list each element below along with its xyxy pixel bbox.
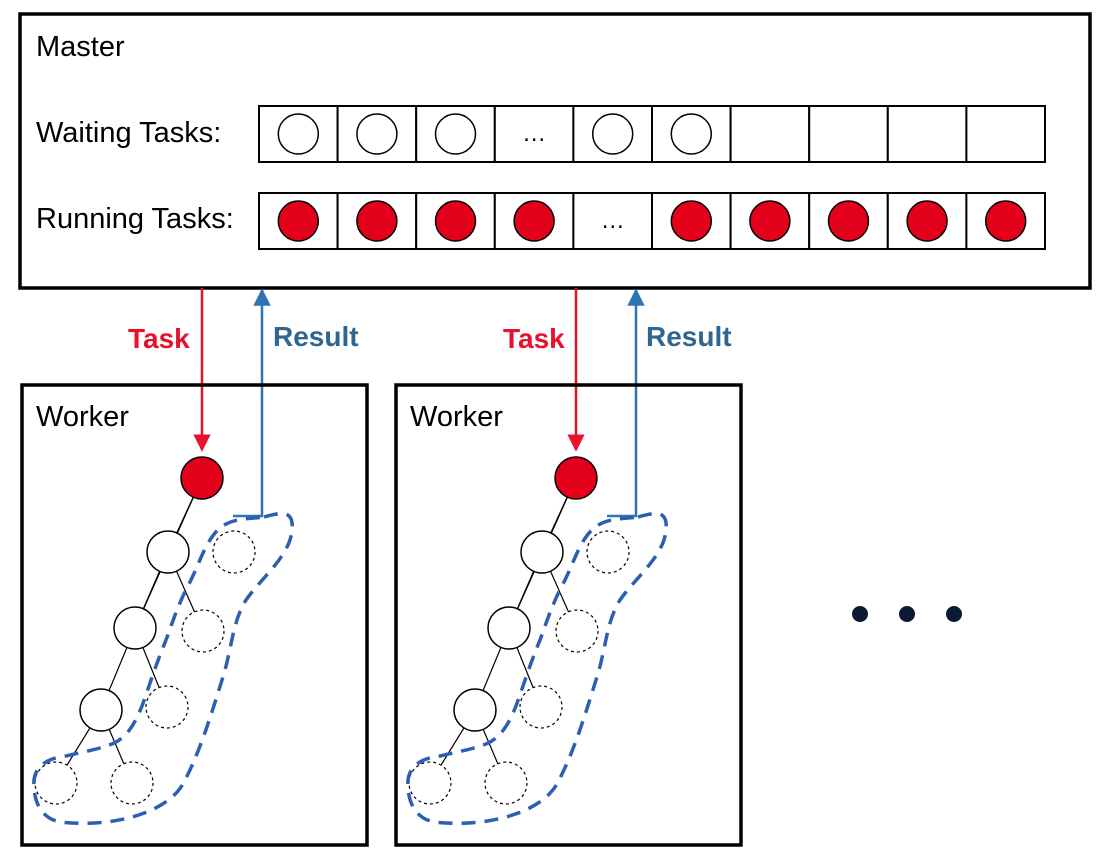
worker-box-2: Worker (394, 383, 743, 847)
running-task-circle (984, 200, 1027, 242)
running-task-circle (749, 200, 791, 242)
running-task-circle (906, 200, 948, 242)
waiting-queue-slot (808, 105, 889, 163)
more-workers-ellipsis (852, 606, 962, 622)
root-task-node (554, 456, 598, 500)
pending-node (34, 761, 78, 805)
pending-node (181, 609, 225, 653)
expanded-node (113, 606, 157, 650)
running-task-queue: … (258, 192, 1047, 250)
worker-label-2: Worker (410, 401, 503, 433)
ellipsis-dot (899, 606, 915, 622)
task-label-1: Task (128, 323, 190, 354)
pending-node (484, 761, 528, 805)
running-queue-slot (572, 192, 654, 250)
pending-node (110, 761, 154, 805)
ellipsis-dot (852, 606, 868, 622)
task-label-2: Task (503, 323, 565, 354)
waiting-queue-slot (493, 105, 575, 163)
waiting-task-circle (591, 113, 634, 155)
result-subtree-outline (406, 511, 668, 826)
waiting-queue-slot (886, 105, 968, 163)
running-task-circle (356, 200, 398, 242)
root-task-node (180, 456, 224, 500)
running-task-circle (434, 200, 477, 242)
search-tree-2 (406, 456, 668, 826)
waiting-task-circle (434, 113, 477, 155)
waiting-tasks-label: Waiting Tasks: (36, 117, 221, 149)
waiting-task-circle (670, 113, 713, 155)
result-arrow-1 (233, 288, 271, 518)
waiting-queue-slot (965, 105, 1047, 163)
expanded-node (520, 530, 564, 574)
master-label: Master (36, 31, 125, 63)
running-task-circle (670, 200, 713, 242)
running-task-circle (827, 200, 870, 242)
pending-node (555, 609, 599, 653)
worker-label-1: Worker (36, 401, 129, 433)
result-label-2: Result (646, 321, 732, 352)
ellipsis-dot (946, 606, 962, 622)
result-arrow-2 (607, 288, 645, 518)
expanded-node (79, 688, 123, 732)
pending-node (586, 530, 630, 574)
running-tasks-label: Running Tasks: (36, 203, 234, 235)
expanded-node (453, 688, 497, 732)
pending-node (408, 761, 452, 805)
expanded-node (487, 606, 531, 650)
result-label-1: Result (273, 321, 359, 352)
waiting-task-queue: … (258, 105, 1047, 163)
result-subtree-outline (32, 511, 294, 826)
expanded-node (146, 530, 190, 574)
pending-node (145, 685, 189, 729)
worker-box-1: Worker (20, 383, 369, 847)
pending-node (519, 685, 563, 729)
running-queue-ellipsis: … (601, 207, 625, 234)
running-task-circle (513, 200, 555, 242)
master-box: Master Waiting Tasks: Running Tasks: … … (18, 12, 1092, 290)
running-task-circle (277, 200, 320, 242)
waiting-queue-slot (729, 105, 811, 163)
pending-node (212, 530, 256, 574)
waiting-queue-ellipsis: … (522, 120, 546, 147)
search-tree-1 (32, 456, 294, 826)
waiting-task-circle (356, 113, 398, 155)
waiting-task-circle (277, 113, 320, 155)
